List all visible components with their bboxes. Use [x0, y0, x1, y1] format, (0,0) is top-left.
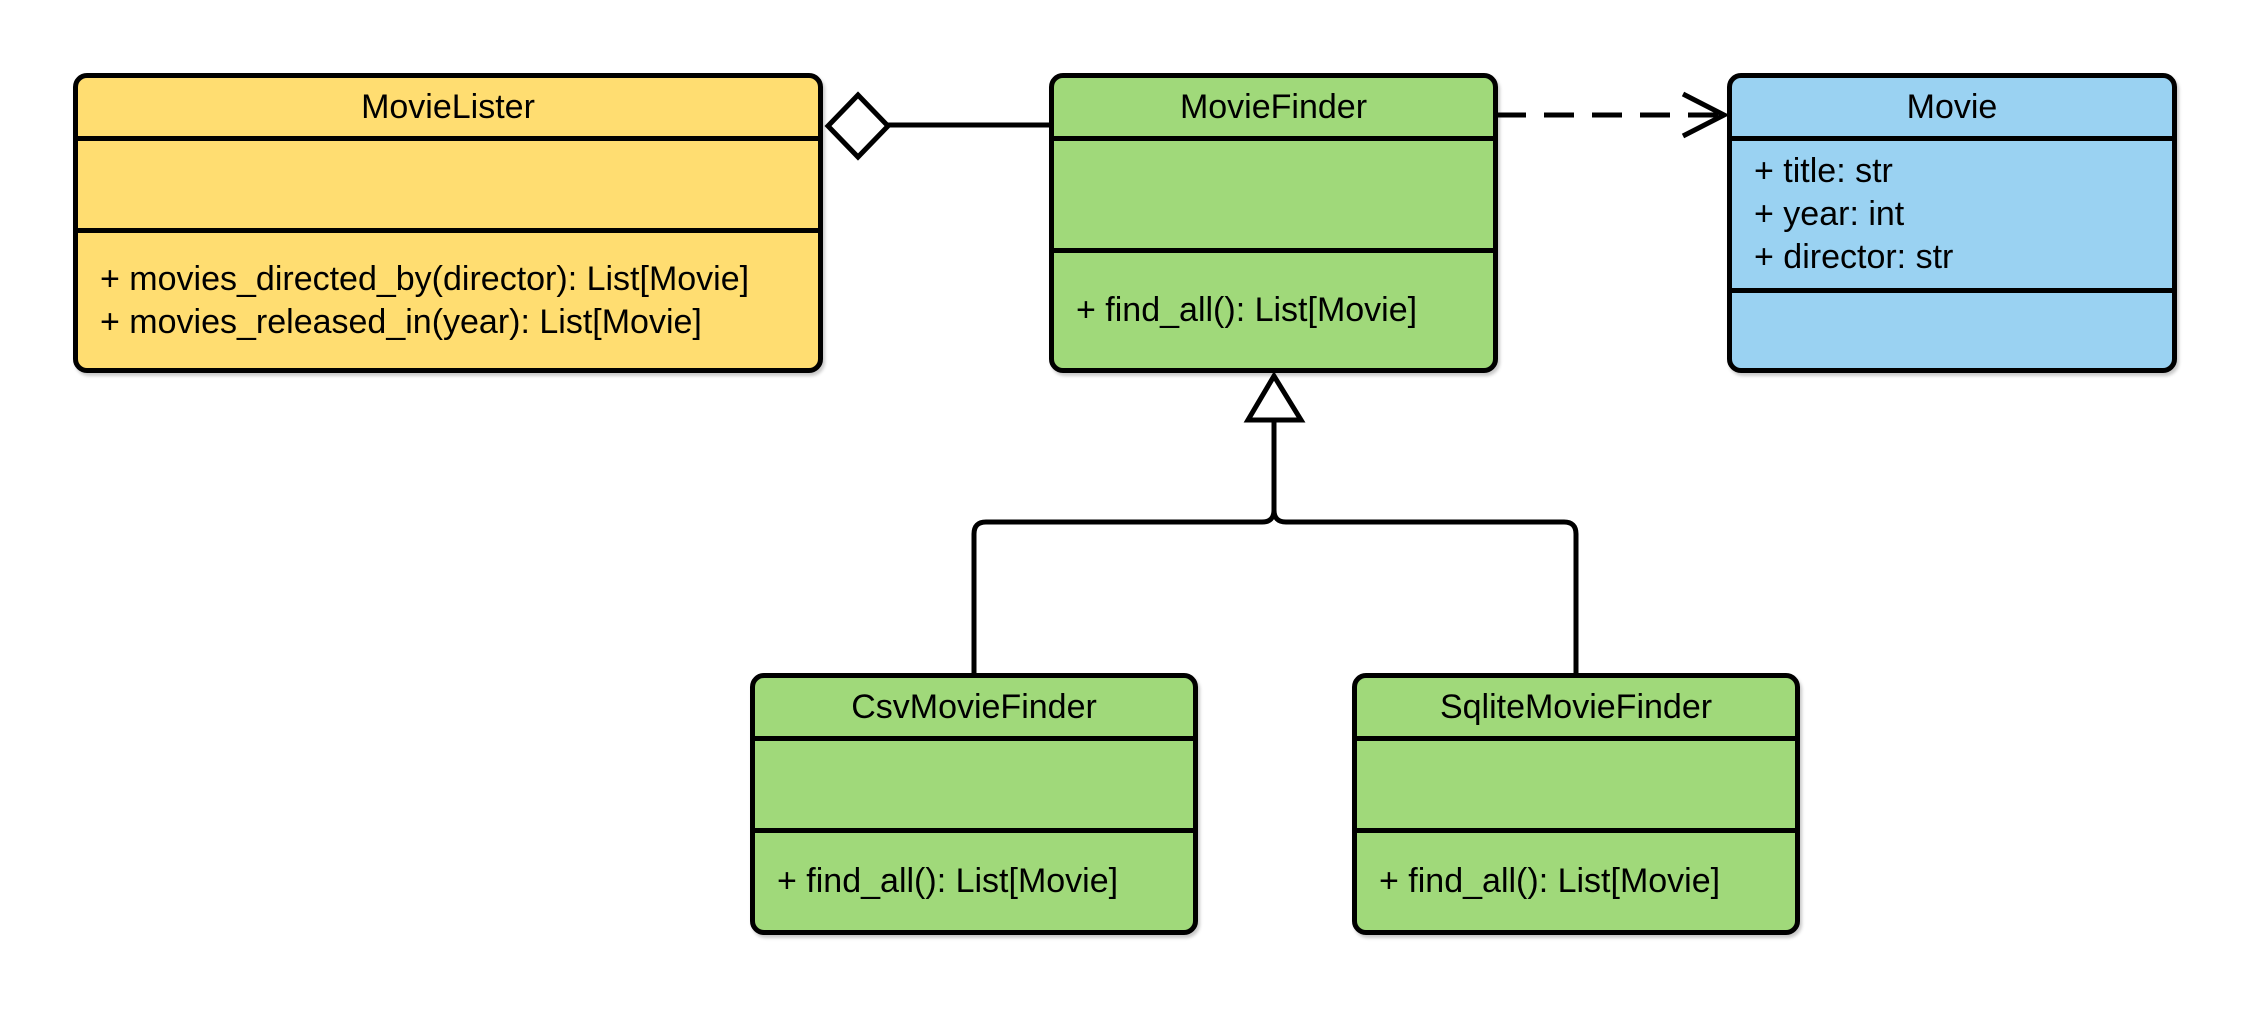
- class-sqlitemoviefinder: SqliteMovieFinder + find_all(): List[Mov…: [1352, 673, 1800, 935]
- method-label: + find_all(): List[Movie]: [1379, 862, 1721, 900]
- dependency-open-arrowhead: [1681, 91, 1730, 139]
- attributes-compartment: [755, 741, 1193, 833]
- class-name-label: MovieFinder: [1179, 87, 1368, 126]
- attributes-compartment: [78, 141, 818, 233]
- methods-compartment: + find_all(): List[Movie]: [1357, 833, 1795, 930]
- attributes-compartment: + title: str + year: int + director: str: [1732, 141, 2172, 293]
- class-name-label: Movie: [1906, 87, 1998, 126]
- aggregation-diamond-marker: [824, 91, 892, 161]
- attribute-label: + title: str: [1754, 152, 1893, 190]
- class-csvmoviefinder: CsvMovieFinder + find_all(): List[Movie]: [750, 673, 1198, 935]
- class-title-compartment: MovieLister: [78, 78, 818, 141]
- method-label: + find_all(): List[Movie]: [777, 862, 1119, 900]
- attribute-label: + year: int: [1754, 195, 1905, 233]
- inheritance-triangle-marker: [1243, 371, 1306, 423]
- class-title-compartment: CsvMovieFinder: [755, 678, 1193, 741]
- attributes-compartment: [1357, 741, 1795, 833]
- class-title-compartment: SqliteMovieFinder: [1357, 678, 1795, 741]
- methods-compartment: + movies_directed_by(director): List[Mov…: [78, 233, 818, 368]
- method-label: + movies_directed_by(director): List[Mov…: [100, 259, 750, 298]
- inheritance-connector-left: [971, 420, 1277, 676]
- class-name-label: SqliteMovieFinder: [1439, 687, 1713, 726]
- class-movie: Movie + title: str + year: int + directo…: [1727, 73, 2177, 373]
- methods-compartment: [1732, 293, 2172, 368]
- class-title-compartment: Movie: [1732, 78, 2172, 141]
- class-title-compartment: MovieFinder: [1054, 78, 1493, 141]
- attribute-label: + director: str: [1754, 238, 1954, 276]
- methods-compartment: + find_all(): List[Movie]: [1054, 253, 1493, 368]
- method-label: + find_all(): List[Movie]: [1076, 291, 1418, 329]
- attributes-compartment: [1054, 141, 1493, 253]
- class-name-label: MovieLister: [361, 87, 535, 126]
- class-moviefinder: MovieFinder + find_all(): List[Movie]: [1049, 73, 1498, 373]
- class-movielister: MovieLister + movies_directed_by(directo…: [73, 73, 823, 373]
- class-name-label: CsvMovieFinder: [851, 687, 1097, 726]
- inheritance-connector-right: [1271, 420, 1579, 676]
- method-label: + movies_released_in(year): List[Movie]: [100, 302, 702, 341]
- methods-compartment: + find_all(): List[Movie]: [755, 833, 1193, 930]
